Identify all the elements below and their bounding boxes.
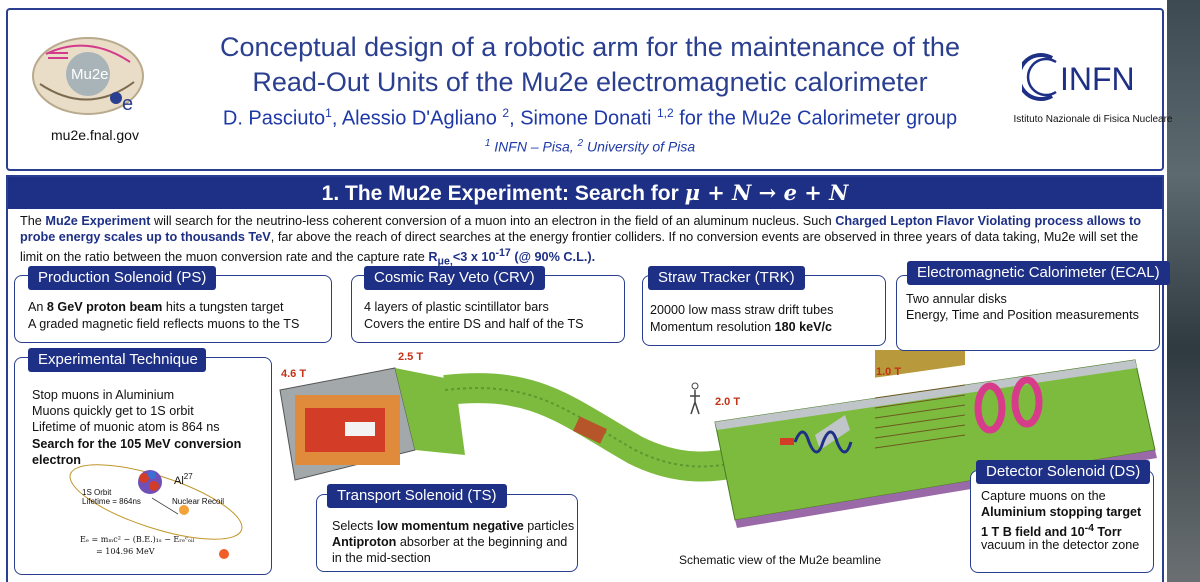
- exp-line-5: electron: [32, 453, 81, 467]
- exp-box: [14, 357, 272, 575]
- crv-line-1: 4 layers of plastic scintillator bars: [364, 300, 549, 314]
- ds-line-4: vacuum in the detector zone: [981, 538, 1140, 552]
- orbit-label-2: Lifetime = 864ns: [82, 497, 141, 506]
- al-label: Al27: [174, 472, 193, 487]
- section-title: 1. The Mu2e Experiment: Search for μ + N…: [8, 177, 1162, 209]
- crv-tag: Cosmic Ray Veto (CRV): [364, 266, 545, 290]
- recoil-label: Nuclear Recoil: [172, 497, 224, 506]
- orbit-label-1: 1S Orbit: [82, 488, 112, 497]
- ts-line-2: Antiproton absorber at the beginning and: [332, 535, 568, 549]
- ps-tag: Production Solenoid (PS): [28, 266, 217, 290]
- section-title-formula: μ + N → e + N: [684, 180, 849, 205]
- energy-equation-1: Eₑ = mₘc² − (B.E.)₁ₛ − Eᵣₑᶜₒᵢₗ: [80, 535, 195, 544]
- affil-1: INFN – Pisa,: [490, 138, 578, 155]
- ds-line-2: Aluminium stopping target: [981, 505, 1142, 519]
- field-label-ds-entry: 2.0 T: [715, 396, 741, 408]
- trk-line-1: 20000 low mass straw drift tubes: [650, 303, 834, 317]
- title-line-2: Read-Out Units of the Mu2e electromagnet…: [252, 67, 928, 97]
- ds-line-1: Capture muons on the: [981, 489, 1106, 503]
- beamline-caption: Schematic view of the Mu2e beamline: [679, 553, 882, 567]
- ecal-box: [896, 275, 1160, 351]
- exp-tag: Experimental Technique: [28, 348, 206, 372]
- ecal-tag: Electromagnetic Calorimeter (ECAL): [907, 261, 1170, 285]
- infn-full-name: Istituto Nazionale di Fisica Nucleare: [1013, 114, 1173, 125]
- exp-line-1: Stop muons in Aluminium: [32, 388, 175, 402]
- field-label-ps: 4.6 T: [281, 368, 307, 380]
- crv-line-2: Covers the entire DS and half of the TS: [364, 317, 584, 331]
- trk-tag: Straw Tracker (TRK): [648, 266, 805, 290]
- ds-tag: Detector Solenoid (DS): [976, 460, 1151, 484]
- ecal-line-2: Energy, Time and Position measurements: [906, 308, 1139, 322]
- title-line-1: Conceptual design of a robotic arm for t…: [220, 32, 960, 62]
- ts-tag: Transport Solenoid (TS): [327, 484, 507, 508]
- ps-line-2: A graded magnetic field reflects muons t…: [28, 317, 300, 331]
- svg-text:e: e: [122, 93, 133, 115]
- author-group: for the Mu2e Calorimeter group: [673, 107, 958, 130]
- author-2: , Alessio D'Agliano: [331, 107, 503, 130]
- infn-logo-text: INFN: [1060, 61, 1135, 97]
- intro-paragraph: The Mu2e Experiment will search for the …: [20, 214, 1141, 268]
- exp-line-2: Muons quickly get to 1S orbit: [32, 404, 194, 418]
- section-experiment: 1. The Mu2e Experiment: Search for μ + N…: [6, 175, 1164, 582]
- section-title-text: 1. The Mu2e Experiment: Search for: [321, 182, 685, 205]
- exp-line-4: Search for the 105 MeV conversion: [32, 437, 242, 451]
- mu2e-logo: Mu2e e: [32, 37, 144, 115]
- ecal-line-1: Two annular disks: [906, 292, 1007, 306]
- ds-box: [970, 470, 1154, 573]
- trk-line-2: Momentum resolution 180 keV/c: [650, 320, 833, 334]
- author-3-affil: 1,2: [656, 106, 674, 120]
- ps-line-1: An 8 GeV proton beam hits a tungsten tar…: [28, 300, 284, 314]
- author-3: , Simone Donati: [509, 107, 657, 130]
- field-label-ds: 1.0 T: [876, 366, 902, 378]
- poster-header: Mu2e e mu2e.fnal.gov Conceptual design o…: [6, 8, 1172, 171]
- mu2e-url[interactable]: mu2e.fnal.gov: [51, 127, 139, 143]
- ds-line-3: 1 T B field and 10-4 Torr: [981, 522, 1122, 540]
- beamline-schematic: [279, 350, 1157, 528]
- energy-equation-2: = 104.96 MeV: [96, 547, 155, 556]
- author-list: D. Pasciuto1, Alessio D'Agliano 2, Simon…: [158, 106, 1022, 131]
- ts-line-1: Selects low momentum negative particles: [332, 519, 575, 533]
- affil-1-num: 1: [484, 138, 491, 149]
- logo-text: Mu2e: [71, 66, 109, 83]
- field-label-ts: 2.5 T: [398, 351, 424, 363]
- exp-line-3: Lifetime of muonic atom is 864 ns: [32, 420, 220, 434]
- muonic-atom-diagram: Al27 Nuclear Recoil 1S Orbit Lifetime = …: [69, 464, 243, 559]
- affil-2: University of Pisa: [583, 138, 696, 155]
- infn-logo: INFN: [1022, 53, 1135, 101]
- affil-2-num: 2: [577, 138, 584, 149]
- author-2-affil: 2: [502, 106, 510, 120]
- side-photo-strip: [1167, 0, 1200, 582]
- author-1: D. Pasciuto: [222, 107, 326, 130]
- poster-title: Conceptual design of a robotic arm for t…: [158, 30, 1022, 100]
- affiliations: 1 INFN – Pisa, 2 University of Pisa: [158, 138, 1022, 155]
- author-1-affil: 1: [325, 106, 332, 120]
- ts-line-3: in the mid-section: [332, 551, 431, 565]
